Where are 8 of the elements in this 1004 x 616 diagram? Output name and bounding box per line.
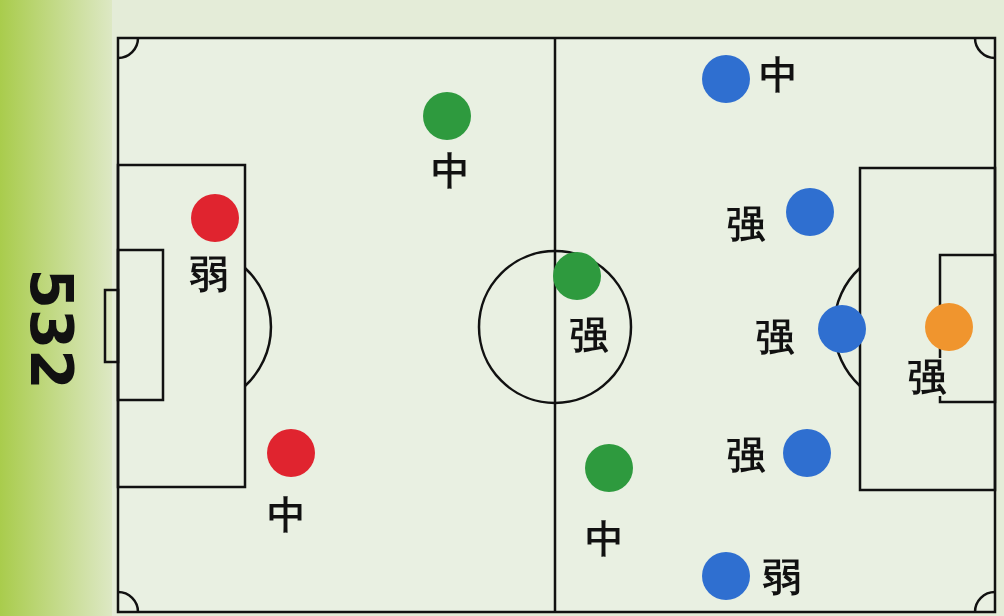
- strength-label: 弱: [190, 255, 228, 293]
- strength-label: 强: [908, 358, 946, 396]
- strength-label: 强: [756, 318, 794, 356]
- strength-label: 弱: [763, 558, 801, 596]
- strength-label: 强: [727, 436, 765, 474]
- strength-label: 强: [727, 205, 765, 243]
- formation-label: 532: [21, 268, 80, 390]
- strength-label: 强: [570, 316, 608, 354]
